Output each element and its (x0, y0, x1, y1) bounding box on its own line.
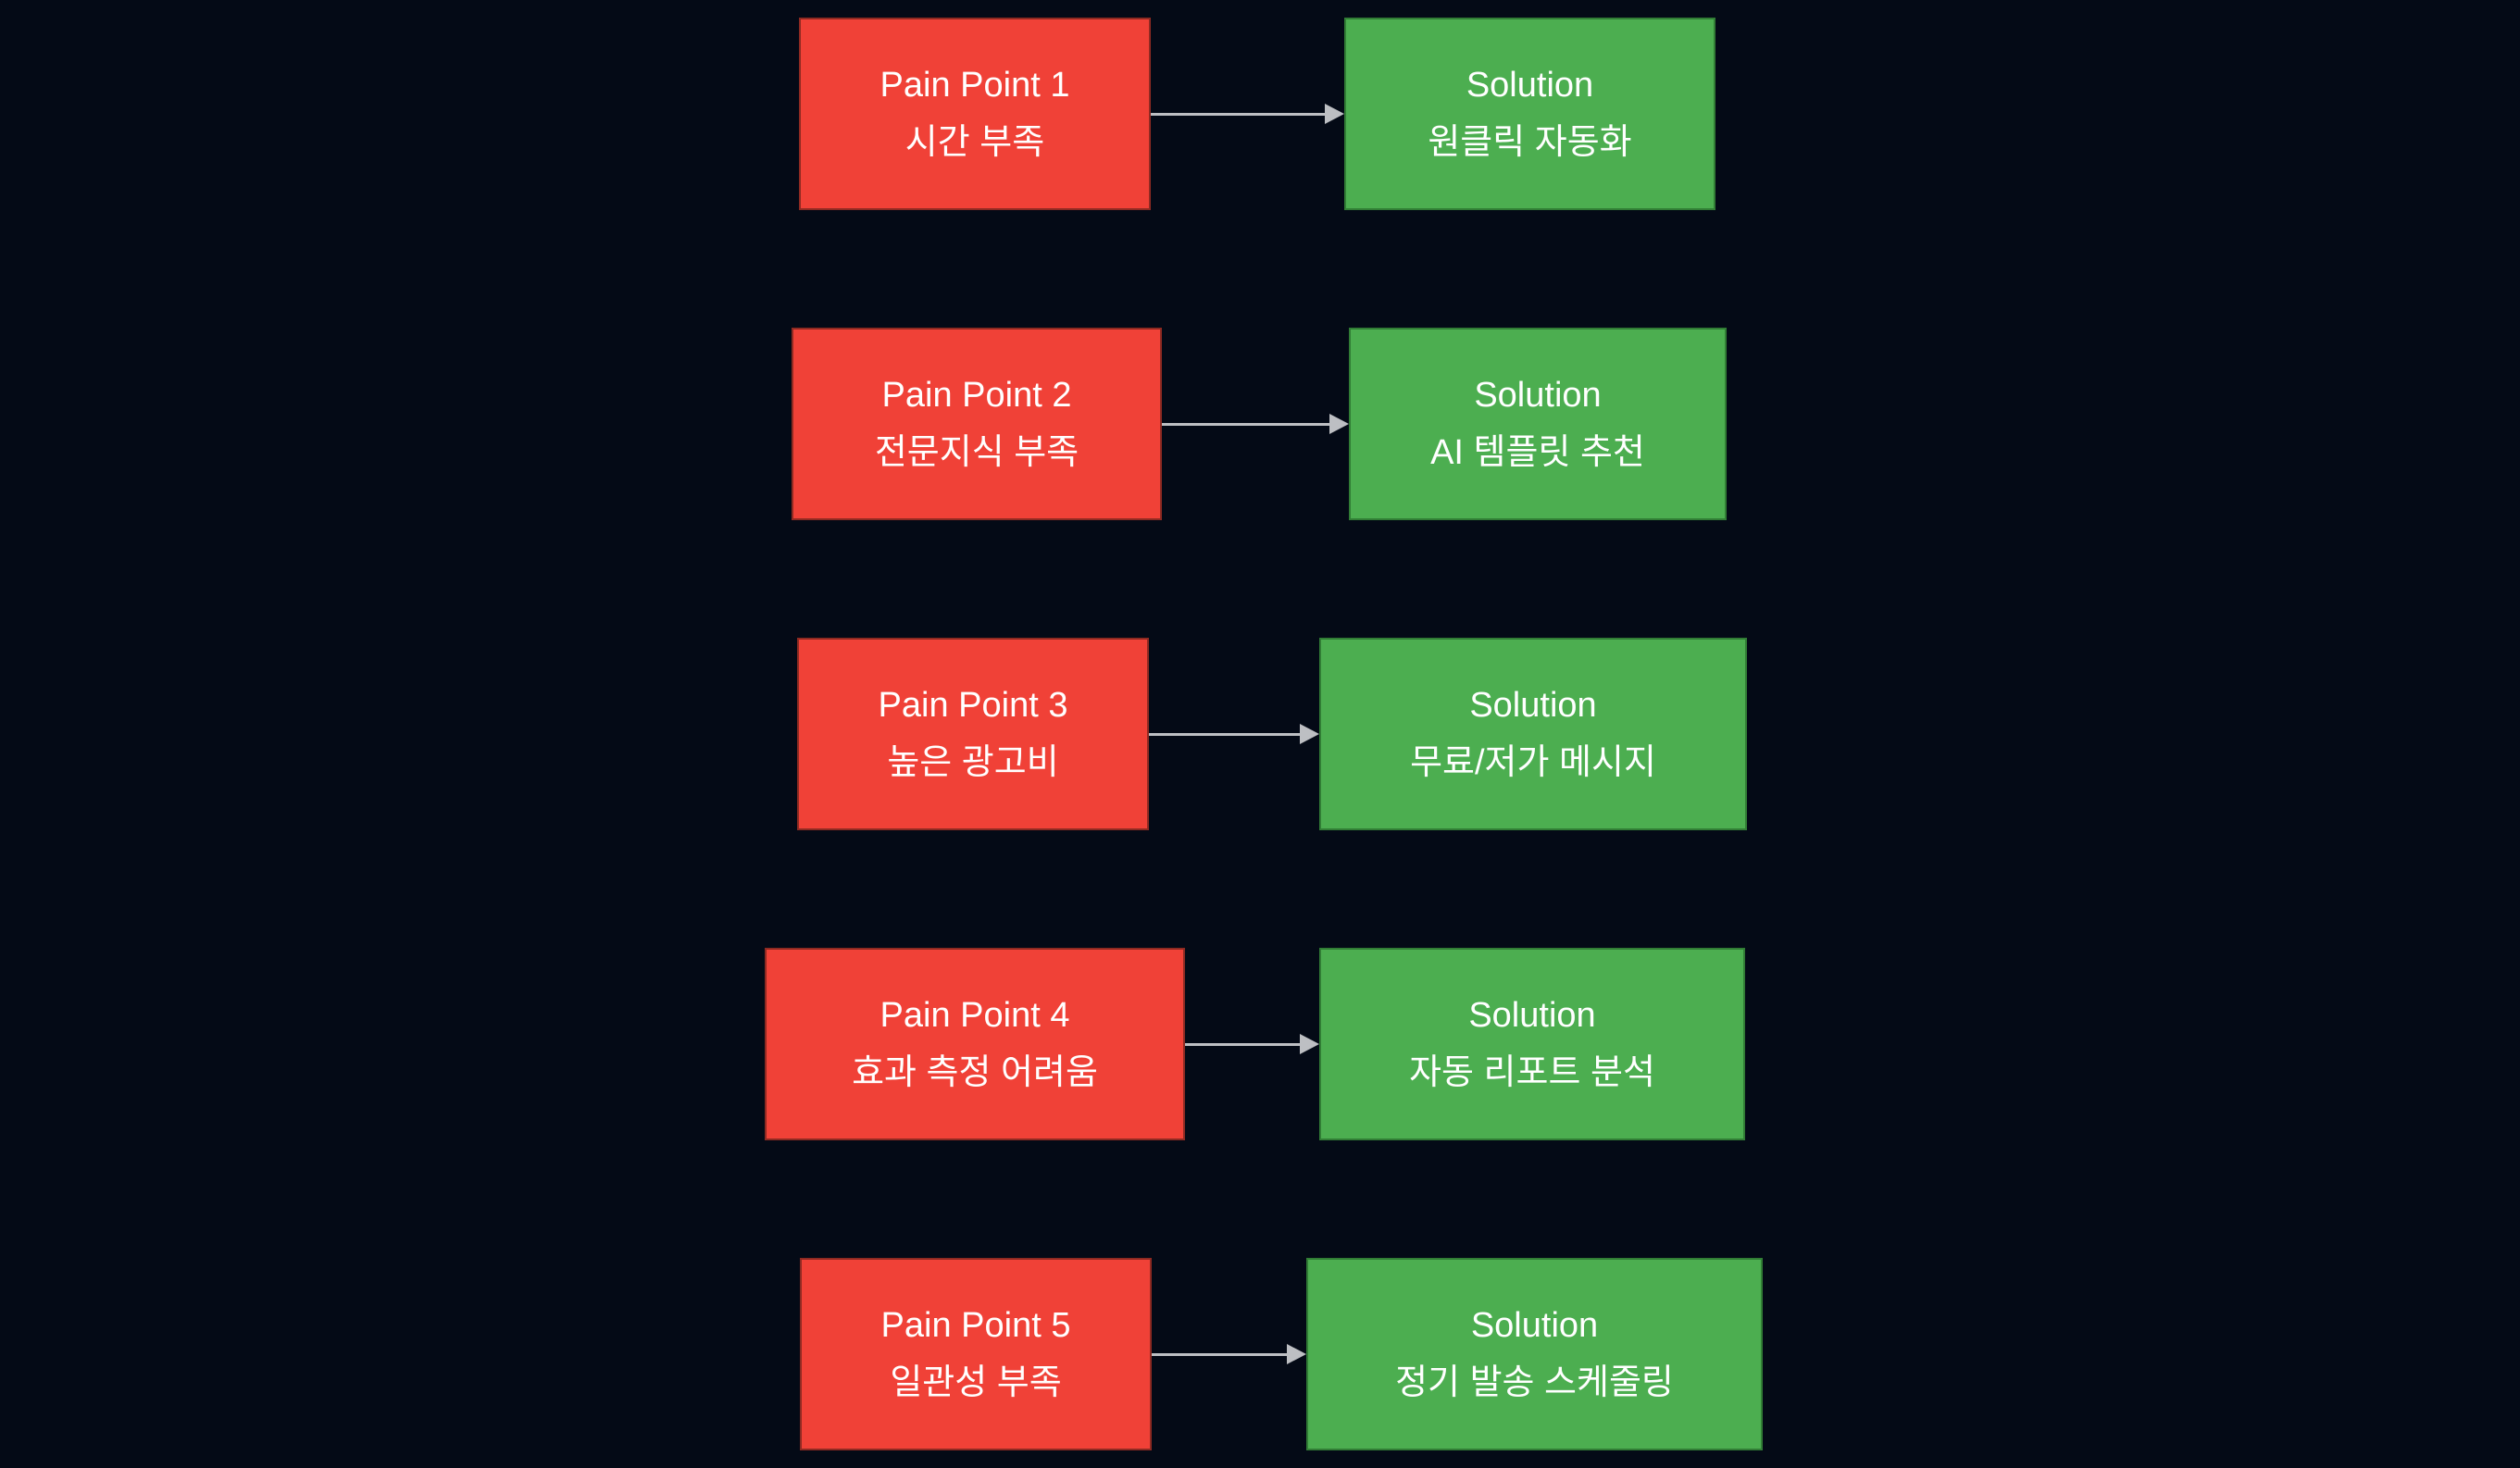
solution-box: Solution 정기 발송 스케줄링 (1306, 1258, 1763, 1450)
box-title: Solution (1468, 996, 1596, 1035)
box-subtitle: 전문지식 부족 (874, 433, 1079, 472)
pain-point-box: Pain Point 1 시간 부족 (799, 18, 1151, 210)
pain-point-box: Pain Point 4 효과 측정 어려움 (765, 948, 1185, 1140)
box-subtitle: 일관성 부족 (890, 1363, 1062, 1402)
solution-box: Solution 자동 리포트 분석 (1319, 948, 1745, 1140)
box-title: Solution (1470, 1306, 1599, 1345)
right-arrow-icon (1151, 104, 1344, 124)
box-subtitle: 높은 광고비 (887, 743, 1059, 782)
solution-box: Solution 원클릭 자동화 (1344, 18, 1715, 210)
pain-point-box: Pain Point 2 전문지식 부족 (792, 328, 1162, 520)
box-title: Pain Point 1 (880, 66, 1070, 105)
pain-point-box: Pain Point 5 일관성 부족 (800, 1258, 1152, 1450)
box-title: Solution (1466, 66, 1594, 105)
box-title: Pain Point 2 (881, 376, 1072, 415)
diagram-row: Pain Point 4 효과 측정 어려움 Solution 자동 리포트 분… (0, 948, 2520, 1140)
solution-box: Solution 무료/저가 메시지 (1319, 638, 1747, 830)
box-subtitle: 정기 발송 스케줄링 (1395, 1363, 1674, 1402)
box-subtitle: 원클릭 자동화 (1428, 123, 1632, 162)
box-title: Solution (1474, 376, 1602, 415)
diagram-row: Pain Point 3 높은 광고비 Solution 무료/저가 메시지 (0, 638, 2520, 830)
diagram-row: Pain Point 1 시간 부족 Solution 원클릭 자동화 (0, 18, 2520, 210)
right-arrow-icon (1162, 414, 1349, 434)
box-subtitle: AI 템플릿 추천 (1430, 433, 1645, 472)
box-subtitle: 자동 리포트 분석 (1409, 1053, 1655, 1092)
right-arrow-icon (1152, 1344, 1306, 1364)
box-subtitle: 효과 측정 어려움 (852, 1053, 1098, 1092)
pain-point-box: Pain Point 3 높은 광고비 (797, 638, 1149, 830)
box-title: Solution (1469, 686, 1597, 725)
diagram-row: Pain Point 5 일관성 부족 Solution 정기 발송 스케줄링 (0, 1258, 2520, 1450)
solution-box: Solution AI 템플릿 추천 (1349, 328, 1727, 520)
box-subtitle: 무료/저가 메시지 (1410, 743, 1656, 782)
right-arrow-icon (1185, 1034, 1319, 1054)
box-subtitle: 시간 부족 (904, 123, 1045, 162)
diagram-row: Pain Point 2 전문지식 부족 Solution AI 템플릿 추천 (0, 328, 2520, 520)
box-title: Pain Point 5 (880, 1306, 1071, 1345)
box-title: Pain Point 3 (878, 686, 1068, 725)
right-arrow-icon (1149, 724, 1319, 744)
box-title: Pain Point 4 (880, 996, 1070, 1035)
